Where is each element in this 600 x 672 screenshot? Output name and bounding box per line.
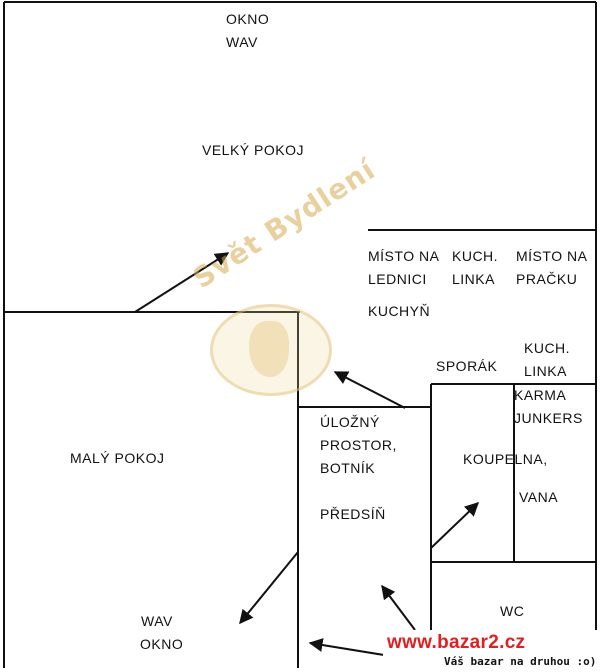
label-ulozny-prostor: ÚLOŽNÝ PROSTOR, BOTNÍK — [320, 411, 397, 480]
label-predsin: PŘEDSÍŇ — [320, 506, 386, 522]
arrow-door-maly-pokoj — [239, 551, 299, 625]
site-tagline: Váš bazar na druhou :o) — [444, 655, 597, 668]
label-kuch-linka-right: KUCH. LINKA — [524, 337, 570, 383]
label-karma-line1: KARMA — [514, 387, 567, 403]
arrow-door-velky-pokoj — [134, 252, 230, 313]
arrow-entrance — [308, 638, 385, 656]
label-misto-lednici-line2: LEDNICI — [368, 271, 427, 287]
label-okno-top-line2: WAV — [226, 34, 258, 50]
label-karma: KARMA JUNKERS — [514, 384, 583, 430]
label-velky-pokoj: VELKÝ POKOJ — [202, 142, 304, 158]
label-misto-lednici: MÍSTO NA LEDNICI — [368, 245, 439, 291]
label-sporak: SPORÁK — [436, 358, 498, 374]
label-kuch-linka-top-line1: KUCH. — [452, 248, 499, 264]
label-koupelna: KOUPELNA, VANA — [463, 440, 558, 516]
label-koupelna-line1: KOUPELNA, — [463, 451, 548, 467]
label-kuch-linka-top-line2: LINKA — [452, 271, 495, 287]
branding-box — [383, 630, 600, 672]
site-url[interactable]: www.bazar2.cz — [387, 632, 526, 653]
label-kuch-linka-right-line2: LINKA — [524, 363, 567, 379]
label-misto-lednici-line1: MÍSTO NA — [368, 248, 440, 264]
label-misto-pracku-line1: MÍSTO NA — [516, 248, 588, 264]
label-ulozny-line2: PROSTOR, — [320, 437, 397, 453]
label-wc: WC — [500, 603, 525, 619]
arrow-door-koupelna — [430, 502, 480, 549]
arrow-door-wc — [381, 584, 416, 631]
watermark-globe — [210, 304, 332, 396]
label-karma-line2: JUNKERS — [514, 410, 583, 426]
label-kuchyn: KUCHYŇ — [368, 303, 431, 319]
label-kuch-linka-right-line1: KUCH. — [524, 340, 571, 356]
label-maly-pokoj: MALÝ POKOJ — [70, 450, 165, 466]
label-ulozny-line3: BOTNÍK — [320, 460, 376, 476]
label-okno-top-line1: OKNO — [226, 11, 270, 27]
label-misto-pracku: MÍSTO NA PRAČKU — [516, 245, 587, 291]
label-kuch-linka-top: KUCH. LINKA — [452, 245, 498, 291]
label-okno-bottom-line1: WAV — [141, 613, 173, 629]
label-ulozny-line1: ÚLOŽNÝ — [320, 414, 380, 430]
label-okno-top: OKNO WAV — [226, 8, 269, 54]
label-misto-pracku-line2: PRAČKU — [516, 271, 578, 287]
label-okno-bottom: WAV OKNO — [140, 610, 183, 656]
label-koupelna-line2: VANA — [519, 489, 559, 505]
label-okno-bottom-line2: OKNO — [140, 636, 184, 652]
arrow-door-kuchyn — [333, 371, 406, 409]
watermark-continent — [249, 321, 289, 377]
